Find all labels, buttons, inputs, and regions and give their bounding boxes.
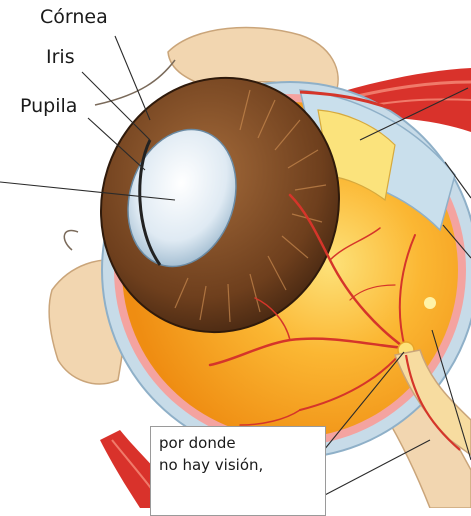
note-line-2: no hay visión, (159, 454, 317, 476)
label-cornea: Córnea (40, 8, 108, 27)
fovea-spot (424, 297, 436, 309)
note-line-1: por donde (159, 432, 317, 454)
nerve-thread-left (64, 231, 78, 250)
leader-cornea (115, 36, 150, 120)
label-iris: Iris (46, 48, 75, 67)
note-box: por donde no hay visión, (150, 426, 326, 516)
leader-iris (82, 72, 150, 140)
label-pupila: Pupila (20, 97, 77, 116)
